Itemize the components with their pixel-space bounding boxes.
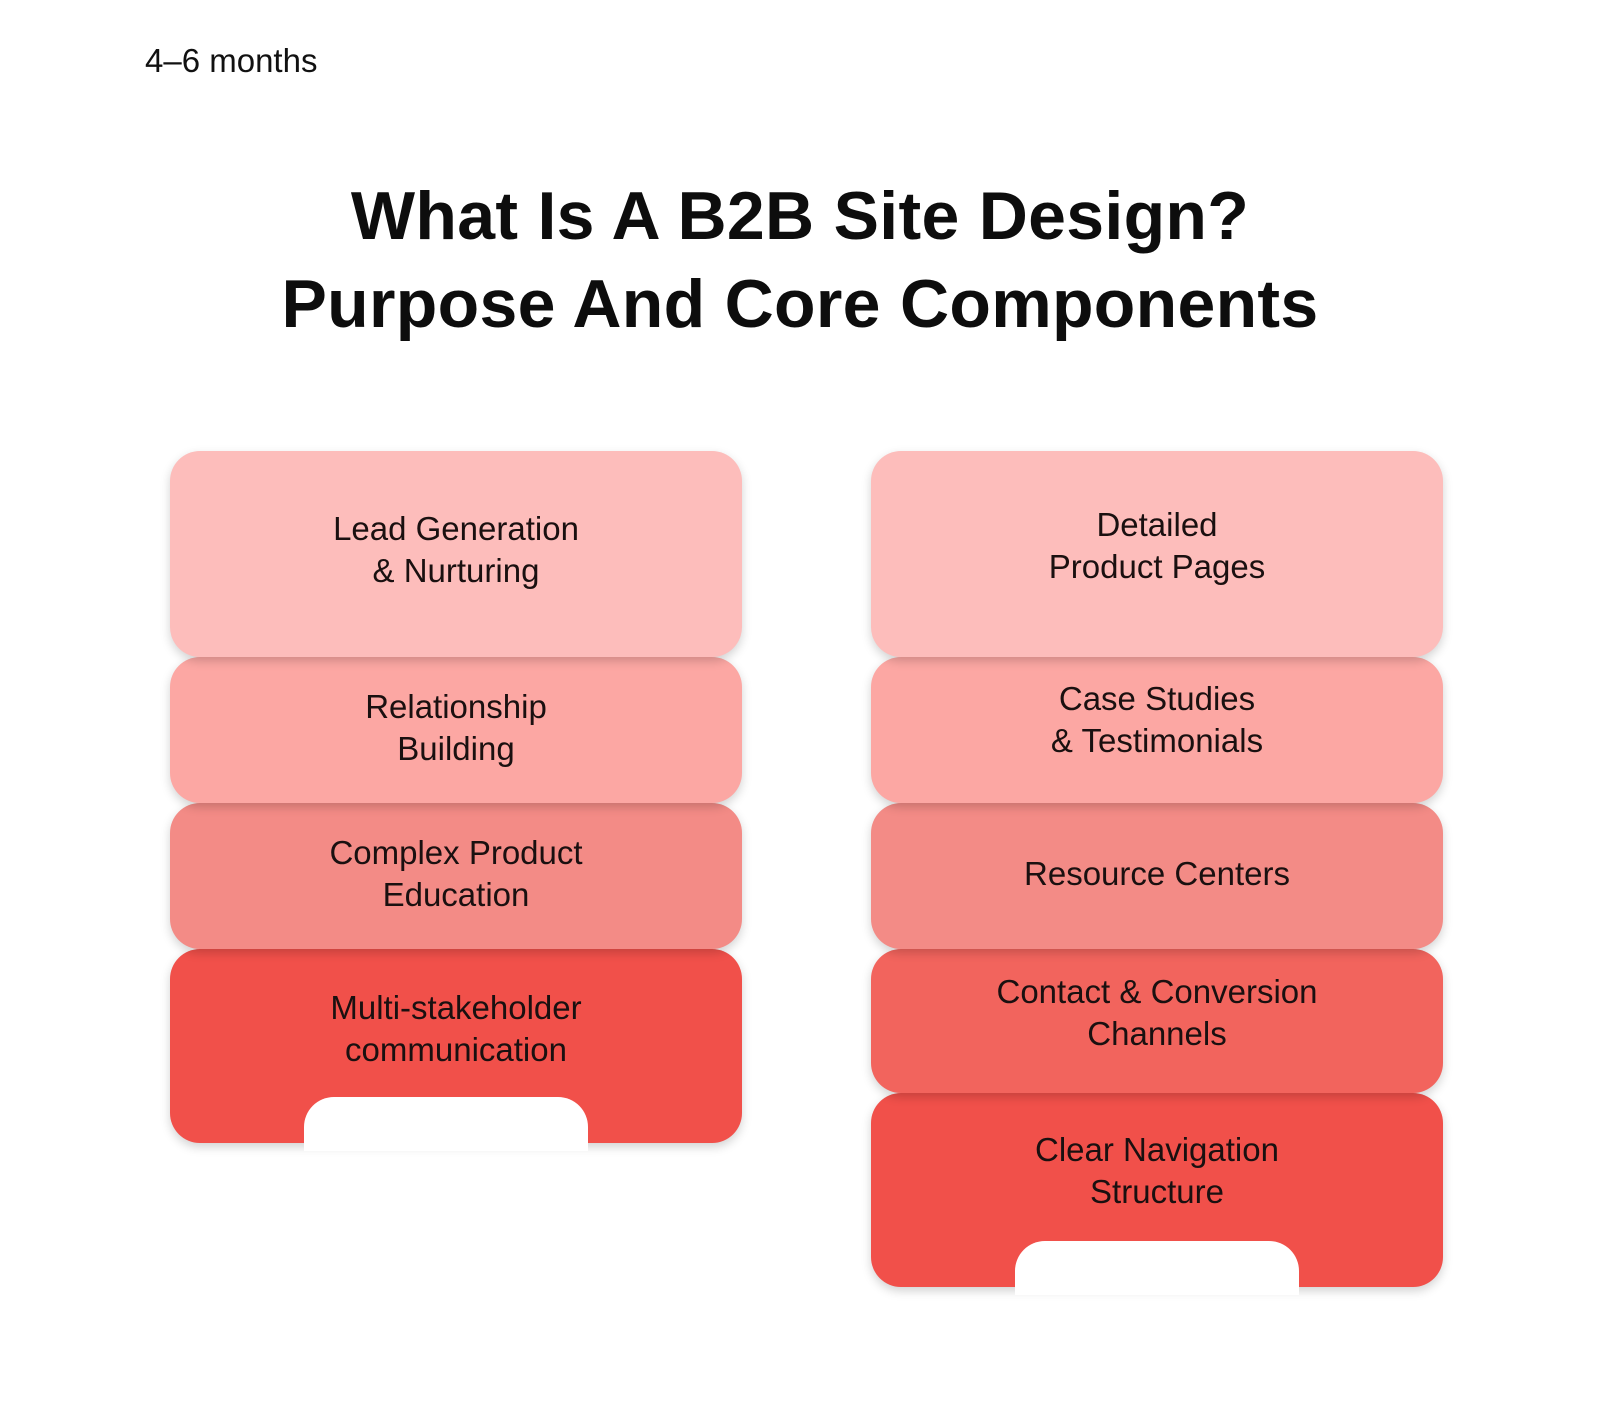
purpose-block-relationship: Relationship Building	[170, 657, 742, 803]
block-label: Complex Product Education	[329, 834, 583, 913]
block-label: Resource Centers	[1024, 855, 1290, 892]
purpose-block-education: Complex Product Education	[170, 803, 742, 949]
title-line-2: Purpose And Core Components	[281, 266, 1319, 342]
block-label: Case Studies & Testimonials	[1050, 680, 1264, 759]
component-block-product-pages: Detailed Product Pages	[871, 451, 1443, 657]
purpose-block-lead-generation: Lead Generation & Nurturing	[170, 451, 742, 657]
base-notch	[304, 1097, 588, 1151]
title-line-1: What Is A B2B Site Design?	[350, 178, 1250, 254]
page-title: What Is A B2B Site Design? Purpose And C…	[0, 172, 1600, 348]
component-block-resource-centers: Resource Centers	[871, 803, 1443, 949]
component-block-navigation: Clear Navigation Structure	[871, 1093, 1443, 1295]
block-label: Detailed Product Pages	[1048, 506, 1266, 585]
block-label: Multi-stakeholder communication	[330, 989, 582, 1068]
block-label: Clear Navigation Structure	[1035, 1131, 1279, 1210]
purpose-block-communication: Multi-stakeholder communication	[170, 949, 742, 1151]
duration-label: 4–6 months	[145, 42, 318, 79]
base-notch	[1015, 1241, 1299, 1295]
block-label: Lead Generation & Nurturing	[333, 510, 579, 589]
block-label: Relationship Building	[365, 688, 547, 767]
component-block-contact-conversion: Contact & Conversion Channels	[871, 949, 1443, 1093]
component-block-case-studies: Case Studies & Testimonials	[871, 657, 1443, 803]
block-label: Contact & Conversion Channels	[996, 973, 1318, 1052]
